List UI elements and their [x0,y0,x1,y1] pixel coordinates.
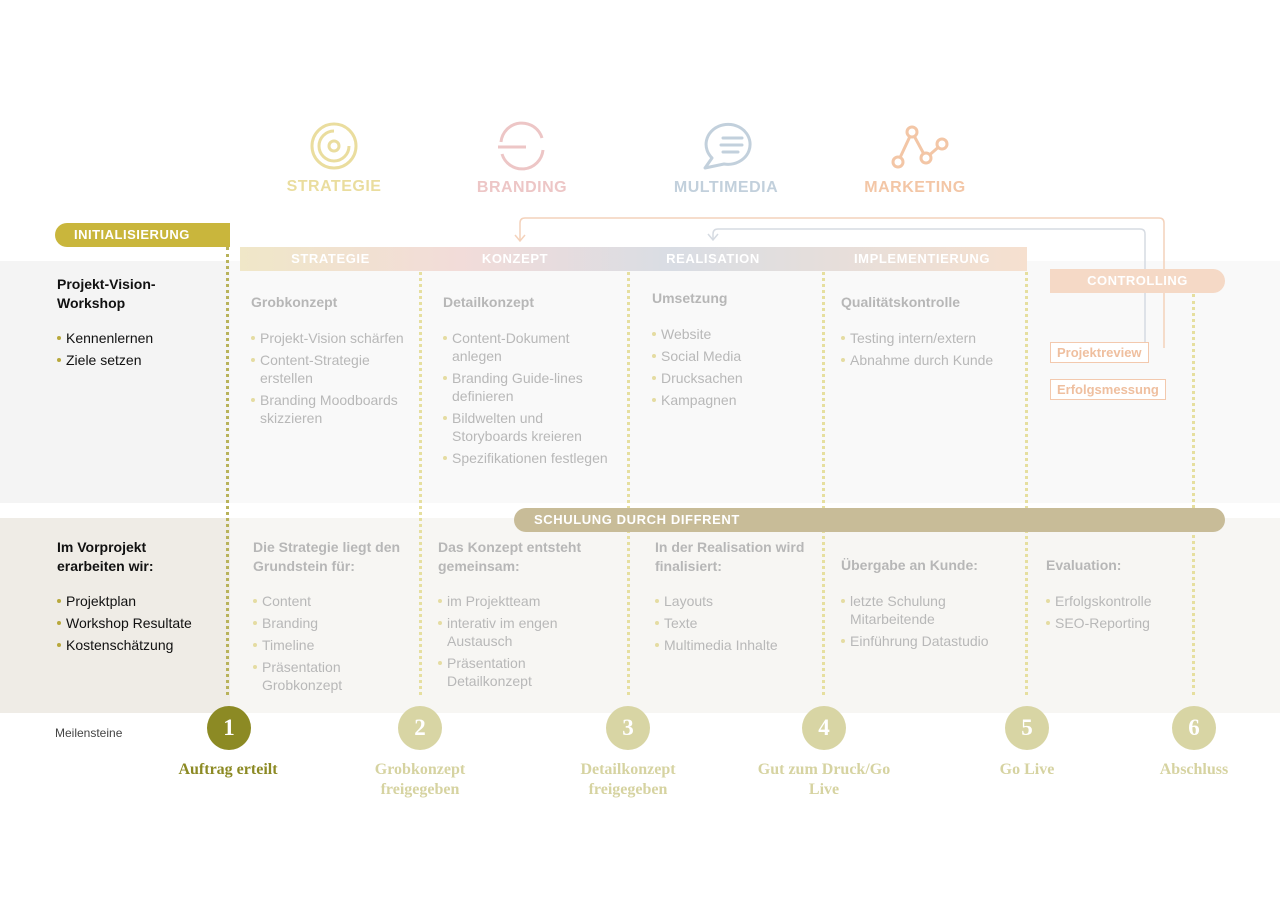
phase-konzept: KONZEPT [481,251,549,266]
row2-col3-title: In der Realisation wird finalisiert: [655,539,805,574]
list-item: Spezifikationen festlegen [443,449,613,467]
list-item: Präsentation Grobkonzept [253,658,408,694]
milestone-1-label: Auftrag erteilt [178,761,278,778]
projektreview-box: Projektreview [1050,342,1149,363]
row1-col3-list: Website Social Media Drucksachen Kampagn… [652,325,812,413]
divider-line [1025,272,1028,695]
controlling-bar: CONTROLLING [1050,269,1225,293]
erfolgsmessung-box: Erfolgsmessung [1050,379,1166,400]
list-item: letzte Schulung Mitarbeitende [841,592,1011,628]
list-item: Texte [655,614,815,632]
phase-strategie: STRATEGIE [291,251,370,266]
row1-col4-list: Testing intern/extern Abnahme durch Kund… [841,329,1011,373]
row2-col1-title: Die Strategie liegt den Grundstein für: [253,539,401,574]
row1-col3-title: Umsetzung [652,290,728,306]
list-item: Testing intern/extern [841,329,1011,347]
service-label-multimedia: MULTIMEDIA [673,179,779,196]
row2-col1-list: Content Branding Timeline Präsentation G… [253,592,408,698]
row2-col4-list: letzte Schulung Mitarbeitende Einführung… [841,592,1011,654]
milestone-3-circle: 3 [606,706,650,750]
milestone-6-label: Abschluss [1159,761,1229,778]
row1-intro-list: Kennenlernen Ziele setzen [57,329,217,373]
list-item: Einführung Datastudio [841,632,1011,650]
list-item: Projekt-Vision schärfen [251,329,406,347]
list-item: Präsentation Detailkonzept [438,654,603,690]
list-item: im Projektteam [438,592,603,610]
row1-col2-title: Detailkonzept [443,294,535,310]
milestone-4-label: Gut zum Druck/Go Live [757,761,891,798]
row2-col4-title: Übergabe an Kunde: [841,557,978,573]
list-item: Social Media [652,347,812,365]
list-item: Branding Moodboards skizzieren [251,391,406,427]
service-label-branding: BRANDING [476,179,568,196]
list-item: SEO-Reporting [1046,614,1186,632]
phase-implementierung: IMPLEMENTIERUNG [853,251,991,266]
row2-intro-list: Projektplan Workshop Resultate Kostensch… [57,592,222,658]
milestone-2-label: Grobkonzept freigegeben [374,761,466,798]
row1-col1-list: Projekt-Vision schärfen Content-Strategi… [251,329,406,431]
target-icon [310,122,358,170]
milestone-6-circle: 6 [1172,706,1216,750]
milestone-2-circle: 2 [398,706,442,750]
list-item: Bildwelten und Storyboards kreieren [443,409,613,445]
row2-col2-title: Das Konzept entsteht gemeinsam: [438,539,582,574]
list-item: Layouts [655,592,815,610]
list-item: Multimedia Inhalte [655,636,815,654]
milestone-4-circle: 4 [802,706,846,750]
row2-col5-title: Evaluation: [1046,557,1122,573]
row2-col2-list: im Projektteam interativ im engen Austau… [438,592,603,694]
list-item: Content-Strategie erstellen [251,351,406,387]
divider-line [1192,294,1195,695]
list-item: Erfolgskontrolle [1046,592,1186,610]
row2-col3-list: Layouts Texte Multimedia Inhalte [655,592,815,658]
service-label-marketing: MARKETING [864,179,966,196]
list-item: Content-Dokument anlegen [443,329,613,365]
list-item: Timeline [253,636,408,654]
list-item: interativ im engen Austausch [438,614,603,650]
phase-bar [240,247,1027,271]
list-item: Ziele setzen [57,351,217,369]
list-item: Website [652,325,812,343]
list-item: Kennenlernen [57,329,217,347]
row1-col1-title: Grobkonzept [251,294,338,310]
list-item: Branding Guide-lines definieren [443,369,613,405]
list-item: Workshop Resultate [57,614,222,632]
row1-col4-title: Qualitätskontrolle [841,294,961,310]
list-item: Branding [253,614,408,632]
milestone-3-label: Detailkonzept freigegeben [580,761,676,798]
list-item: Content [253,592,408,610]
milestones-label: Meilensteine [55,726,123,740]
milestone-5-label: Go Live [999,761,1055,778]
graph-icon [891,125,949,169]
list-item: Abnahme durch Kunde [841,351,1011,369]
initialisierung-bar: INITIALISIERUNG [55,223,230,247]
divider-line [822,272,825,695]
list-item: Drucksachen [652,369,812,387]
row-band-vorprojekt-content [230,518,1280,713]
row2-intro-title: Im Vorprojekt erarbeiten wir: [57,539,154,574]
milestone-1-circle: 1 [207,706,251,750]
row1-col2-list: Content-Dokument anlegen Branding Guide-… [443,329,613,471]
branding-icon [498,121,545,171]
list-item: Projektplan [57,592,222,610]
list-item: Kampagnen [652,391,812,409]
divider-line [419,272,422,695]
row1-intro-title: Projekt-Vision-Workshop [57,276,156,311]
divider-line [627,272,630,695]
schulung-bar: SCHULUNG DURCH DIFFRENT [514,508,1225,532]
milestone-5-circle: 5 [1005,706,1049,750]
divider-line [226,247,229,695]
list-item: Kostenschätzung [57,636,222,654]
chat-icon [703,122,752,170]
service-label-strategie: STRATEGIE [286,178,382,195]
phase-realisation: REALISATION [666,251,760,266]
row2-col5-list: Erfolgskontrolle SEO-Reporting [1046,592,1186,636]
